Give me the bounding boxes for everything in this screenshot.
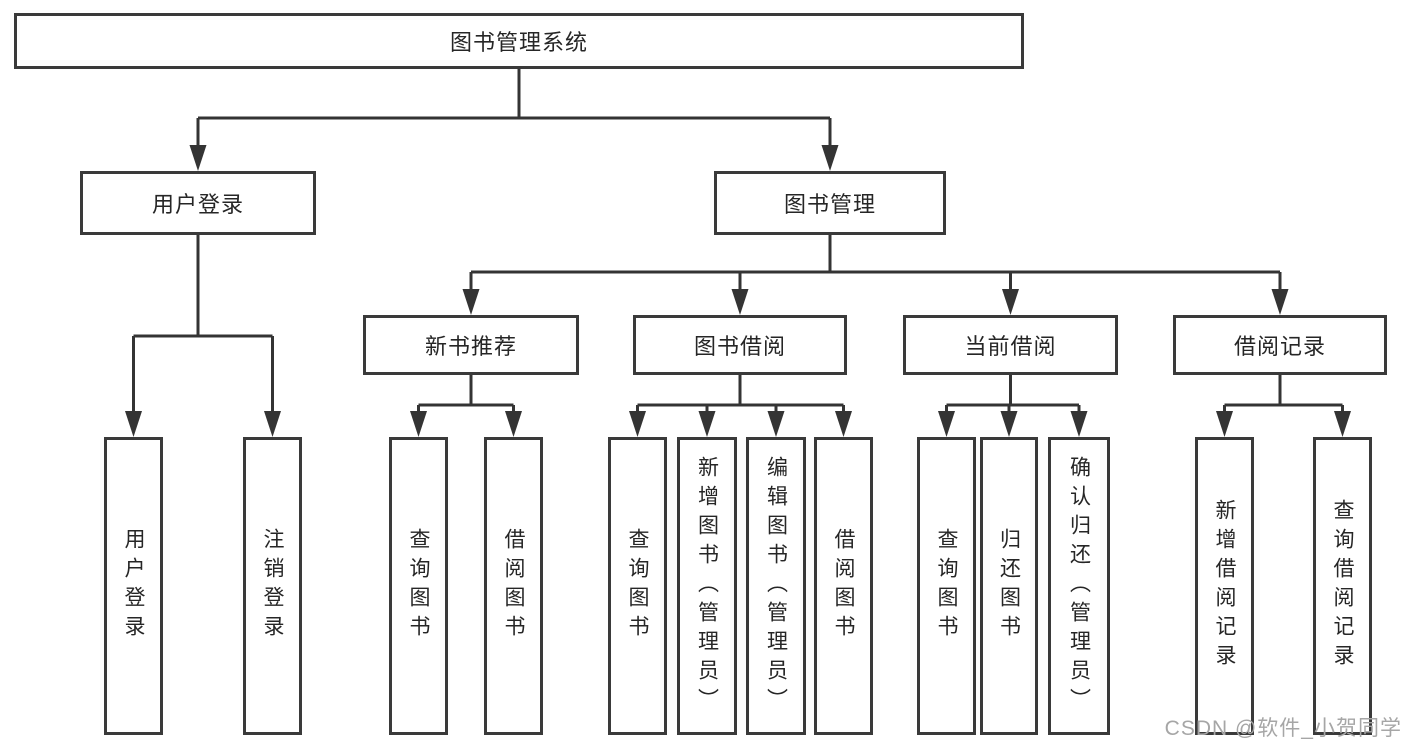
node-library-management-system: 图书管理系统 <box>14 13 1024 69</box>
arrowhead <box>462 289 480 315</box>
node-new-book-recommendation: 新书推荐 <box>363 315 579 375</box>
leaf-edit-book-admin: 编辑图书（管理员） <box>746 437 806 735</box>
arrowhead <box>1271 289 1289 315</box>
csdn-watermark: CSDN @软件_小贺同学 <box>1164 717 1402 740</box>
leaf-confirm-return-admin: 确认归还（管理员） <box>1048 437 1110 735</box>
arrowhead <box>1334 411 1351 437</box>
leaf-query-borrow-record: 查询借阅记录 <box>1313 437 1372 735</box>
arrowhead <box>698 411 716 437</box>
node-user-login: 用户登录 <box>80 171 316 235</box>
node-borrowing-records: 借阅记录 <box>1173 315 1387 375</box>
leaf-logout: 注销登录 <box>243 437 302 735</box>
leaf-add-book-admin: 新增图书（管理员） <box>677 437 737 735</box>
leaf-borrow-books-recommend: 借阅图书 <box>484 437 543 735</box>
arrowhead <box>1216 411 1233 437</box>
leaf-borrow-books-borrowing: 借阅图书 <box>814 437 873 735</box>
arrowhead <box>1000 411 1018 437</box>
node-book-management: 图书管理 <box>714 171 946 235</box>
arrowhead <box>835 411 852 437</box>
arrowhead <box>1002 289 1019 315</box>
leaf-add-borrow-record: 新增借阅记录 <box>1195 437 1254 735</box>
arrowhead <box>1070 411 1088 437</box>
arrowhead <box>629 411 646 437</box>
arrowhead <box>264 411 281 437</box>
leaf-user-login: 用户登录 <box>104 437 163 735</box>
node-current-borrowing: 当前借阅 <box>903 315 1118 375</box>
arrowhead <box>505 411 522 437</box>
arrowhead <box>821 145 839 171</box>
leaf-return-book: 归还图书 <box>980 437 1038 735</box>
arrowhead <box>125 411 142 437</box>
arrowhead <box>410 411 427 437</box>
node-book-borrowing: 图书借阅 <box>633 315 847 375</box>
leaf-query-books-current: 查询图书 <box>917 437 976 735</box>
arrowhead <box>189 145 207 171</box>
leaf-query-books-recommend: 查询图书 <box>389 437 448 735</box>
arrowhead <box>938 411 955 437</box>
arrowhead <box>731 289 749 315</box>
leaf-query-books-borrowing: 查询图书 <box>608 437 667 735</box>
arrowhead <box>767 411 785 437</box>
